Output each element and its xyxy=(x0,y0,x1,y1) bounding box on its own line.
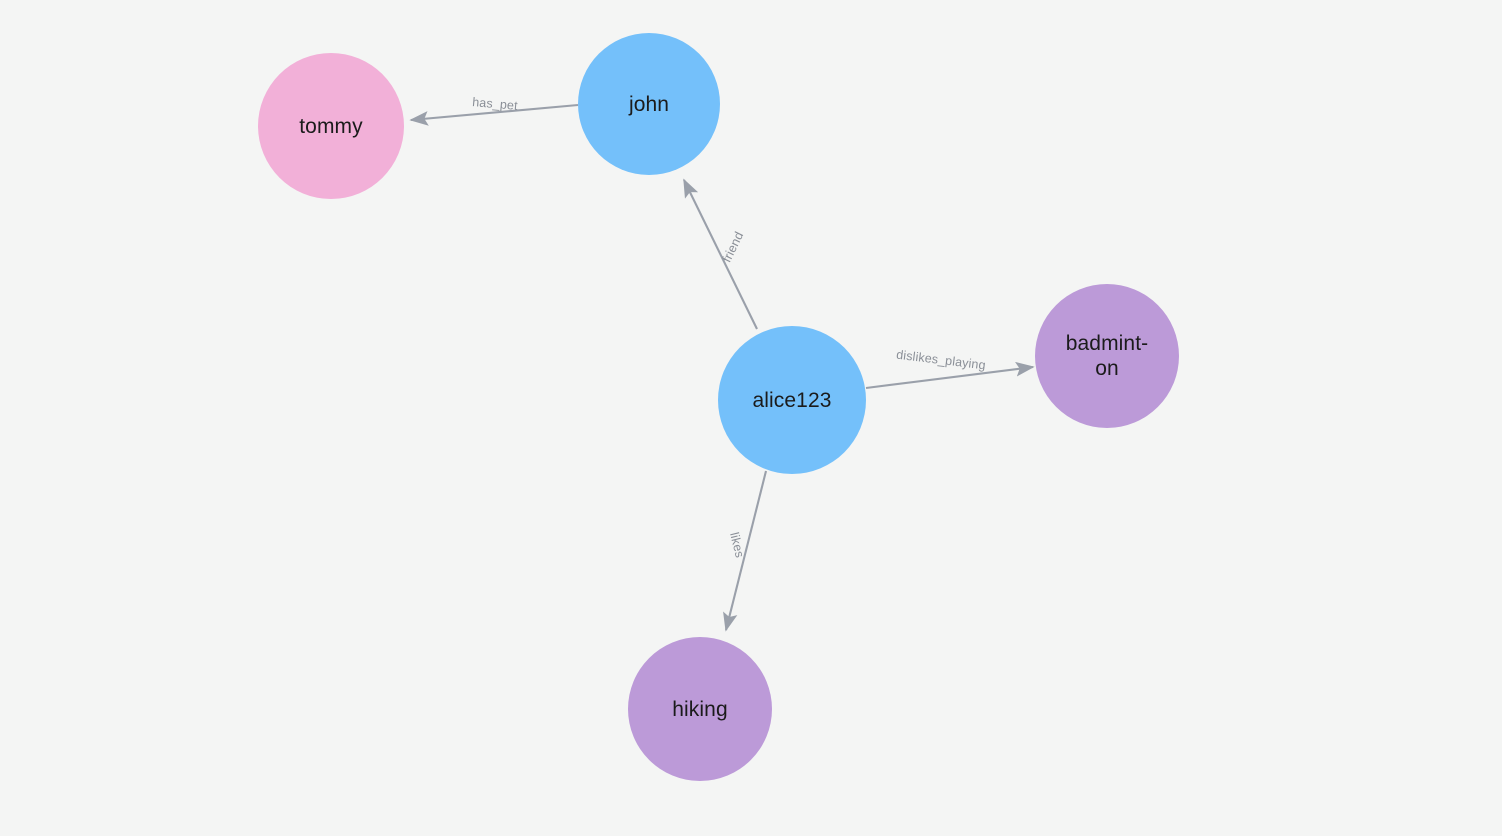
graph-node-label: badmint- on xyxy=(1065,332,1149,380)
graph-node-alice123[interactable]: alice123 xyxy=(718,326,866,474)
graph-node-label: alice123 xyxy=(752,388,832,412)
graph-edge[interactable] xyxy=(409,103,579,126)
graph-edge[interactable] xyxy=(723,470,768,632)
graph-node-label: hiking xyxy=(672,697,728,721)
graph-node-label: tommy xyxy=(299,114,363,138)
graph-node-john[interactable]: john xyxy=(578,33,720,175)
graph-node-tommy[interactable]: tommy xyxy=(258,53,404,199)
graph-edge[interactable] xyxy=(683,178,758,330)
graph-node-badminton[interactable]: badmint- on xyxy=(1035,284,1179,428)
graph-edge[interactable] xyxy=(865,361,1035,390)
graph-node-label: john xyxy=(628,92,670,116)
graph-node-hiking[interactable]: hiking xyxy=(628,637,772,781)
